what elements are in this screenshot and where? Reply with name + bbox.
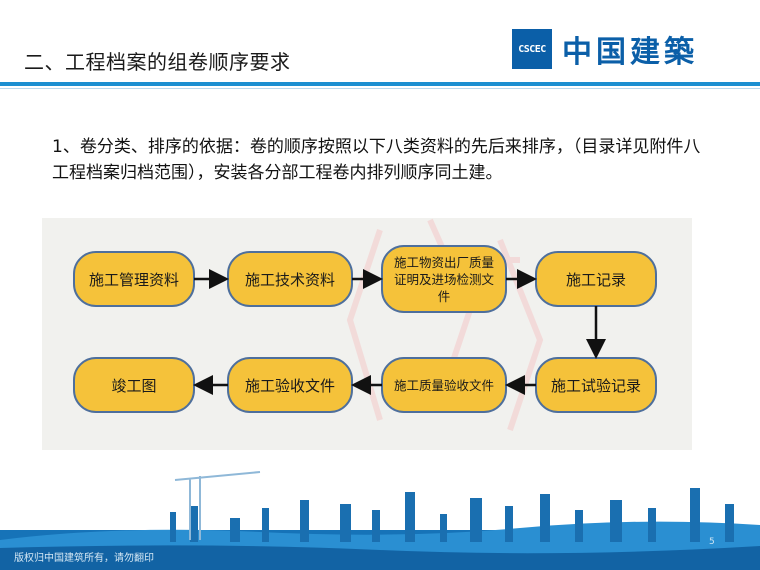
flow-node-label-7: 施工验收文件 <box>244 376 335 395</box>
flow-node-label-2: 施工技术资料 <box>244 270 335 289</box>
page-number: 5 <box>709 537 715 547</box>
flow-node-label-8: 竣工图 <box>111 376 157 395</box>
company-logo: CSCEC 中国建築 <box>512 26 734 72</box>
intro-paragraph: 1、卷分类、排序的依据：卷的顺序按照以下八类资料的先后来排序，（目录详见附件八工… <box>52 137 701 183</box>
flow-node-label-4: 施工记录 <box>565 270 626 289</box>
flow-node-label-5: 施工试验记录 <box>550 376 641 395</box>
page-title: 二、工程档案的组卷顺序要求 <box>24 50 291 74</box>
header-divider-thin <box>0 88 760 89</box>
flow-node-label-6: 施工质量验收文件 <box>393 377 494 393</box>
city-skyline-icon <box>0 471 760 570</box>
flow-node-label-3: 施工物资出厂质量证明及进场检测文件 <box>393 254 494 304</box>
header-divider <box>0 82 760 86</box>
flow-node-label-1: 施工管理资料 <box>88 270 179 289</box>
logo-text: 中国建築 <box>562 35 698 70</box>
footer-note: 版权归中国建筑所有，请勿翻印 <box>14 553 154 564</box>
logo-mark-icon: CSCEC <box>512 29 552 69</box>
